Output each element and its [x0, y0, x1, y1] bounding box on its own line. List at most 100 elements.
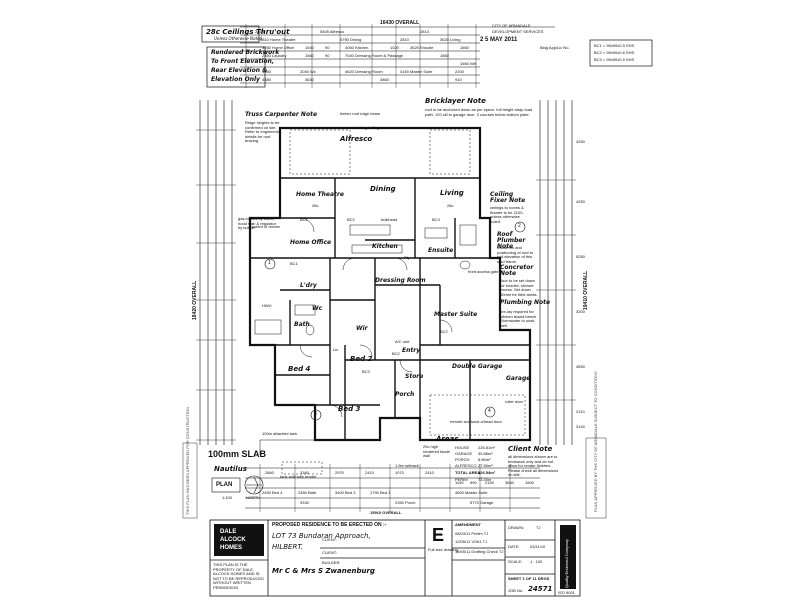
concretor-title: Concretor Note [500, 264, 534, 277]
room-kitchen: Kitchen [372, 243, 398, 250]
section-mark: 3 [314, 411, 317, 417]
room-store: Store [405, 373, 424, 380]
quality-label: Quality Endorsed Company [564, 539, 569, 588]
ceilings-note: 28c Ceilings Thru'out [206, 28, 290, 36]
room-living: Living [440, 189, 464, 197]
north-label: NORTH [246, 495, 261, 500]
dim: 4620 Dressing Room [345, 69, 383, 74]
section-mark: 2 [518, 223, 521, 229]
dim: 4150 Master Suite [400, 69, 433, 74]
job-number: 24571 [528, 585, 553, 593]
dim: 1020 [390, 45, 399, 50]
dim: 2040 Wc [300, 69, 316, 74]
dim: 1340 [262, 69, 271, 74]
dim: 3810 Home Theatre [260, 37, 296, 42]
room-ensuite: Ensuite [428, 247, 454, 254]
left-overall-dim: 18420 OVERALL [192, 280, 198, 320]
roof-plumber-title: Roof Plumber Note [497, 231, 526, 250]
ceiling-height-label: 28c [312, 203, 319, 208]
iso-label: ISO 9001 [558, 590, 575, 595]
room-dining: Dining [370, 185, 396, 193]
truss-note-title: Truss Carpenter Note [245, 111, 318, 118]
dim: 4380 [262, 77, 271, 82]
room-pantry: Pty [404, 255, 410, 260]
left-approval-stamp: THIS PLAN HAS BEEN APPROVED FOR CONSTRUC… [185, 406, 190, 515]
truss-note-body: Ridge heights to be confirmed on site. R… [245, 120, 282, 144]
room-bed2: Bed 2 [350, 355, 373, 363]
bulkhead-label: bulkhead [381, 217, 398, 222]
job-label: JOB No. [508, 588, 524, 593]
room-bed3: Bed 3 [338, 405, 361, 413]
tank-wall-label: tank wall with render [280, 474, 317, 479]
client-note-body: all dimensions shown are to brickwork on… [508, 454, 559, 478]
client-label: CLIENT: [322, 537, 337, 542]
dim: 3620 Ensuite [410, 45, 434, 50]
lot-address: LOT 73 Bundaran Approach, [272, 532, 371, 540]
ceiling-fixer-title: Ceiling Fixer Note [490, 191, 526, 204]
company-logo: DALE [220, 529, 237, 535]
drawn-value: TJ [536, 525, 541, 530]
room-alfresco: Alfresco [340, 135, 373, 143]
section-mark: 1 [268, 260, 271, 266]
concretor-body: floor to be set down for ensuite, shower… [500, 278, 538, 297]
ac-unit-label: A/C unit [395, 339, 410, 344]
gas-bottles-label: gas bottles by client, hood slab & regul… [238, 216, 277, 231]
plumbing-body: pre-lay required for kitchen island benc… [500, 309, 538, 328]
setback-label: 1.5m setback [395, 463, 419, 468]
dim: 4860 [380, 77, 389, 82]
amendment-row: 16/05/11 Drafting Check TJ [455, 549, 504, 554]
sheet-number: SHEET 1 OF 11 DRGS [508, 576, 550, 581]
design-name: Nautilus [214, 465, 247, 473]
amendment-row: 12/05/11 VO#1 TJ [455, 539, 488, 544]
client-name: Mr C & Mrs S Zwanenburg [272, 567, 375, 575]
dim: 2813 [420, 29, 429, 34]
suburb: HILBERT. [272, 543, 303, 551]
roof-plumber-body: Install rec and positioning of roof to s… [497, 245, 534, 264]
room-bed4: Bed 4 [288, 365, 311, 373]
room-garage: Garage [506, 375, 531, 382]
right-overall-dim: 19410 OVERALL [583, 270, 589, 310]
ridge-beam-label: timber roof ridge beam [340, 111, 381, 116]
dim: 910 [455, 77, 462, 82]
dim: 2813 [255, 29, 264, 34]
extent-render-label: extent of render [252, 224, 281, 229]
dim: 1660 Wir [460, 61, 477, 66]
roller-door-label: roller door [505, 399, 524, 404]
date-label: DATE: [508, 544, 520, 549]
drawing-size-letter: E [432, 525, 445, 545]
areas-title: Areas [436, 435, 459, 443]
room-wc: Wc [312, 305, 323, 312]
room-wir: Wir [356, 325, 368, 332]
ceiling-height-label: 28c [447, 203, 454, 208]
room-laundry: L'dry [300, 282, 317, 289]
scale-value: 1 : 100 [530, 559, 543, 564]
drawn-label: DRAWN: [508, 525, 525, 530]
date-value: 03/11/10 [530, 544, 546, 549]
dim: 90 [325, 53, 330, 58]
plumbing-title: Plumbing Note [500, 299, 551, 306]
room-double-garage: Double Garage [452, 363, 503, 370]
dim: 3250 Home Office [262, 45, 295, 50]
fine-print: THIS PLAN IS THE PROPERTY OF DALE ALCOCK… [213, 562, 264, 590]
slab-label: 100mm SLAB [208, 449, 267, 459]
bricklayer-note-body: roof to be anchored down as per specs. f… [425, 107, 533, 117]
section-mark: 4 [488, 408, 491, 414]
dim: 5405 Alfresco [320, 29, 345, 34]
dim: 2810 [400, 37, 409, 42]
room-porch: Porch [395, 391, 415, 398]
room-dressing-room: Dressing Room [375, 277, 426, 284]
dim: 90 [325, 45, 330, 50]
room-entry: Entry [402, 347, 421, 354]
builder-label: BUILDER: [322, 560, 341, 565]
room-home-office: Home Office [290, 239, 332, 246]
client-label-2: CLIENT: [322, 550, 337, 555]
amendment-row: 08/03/11 Prelim TJ [455, 531, 489, 536]
dim: 3620 Living [440, 37, 461, 42]
dim: 1540 [305, 45, 314, 50]
dim: 4060 Kitchen [345, 45, 369, 50]
drawing-size-sub: Full size drawing [428, 547, 458, 552]
client-note-title: Client Note [508, 445, 553, 453]
right-approval-stamp: PLAN APPROVED BY THE CITY OF ARMADALE SU… [593, 371, 598, 512]
